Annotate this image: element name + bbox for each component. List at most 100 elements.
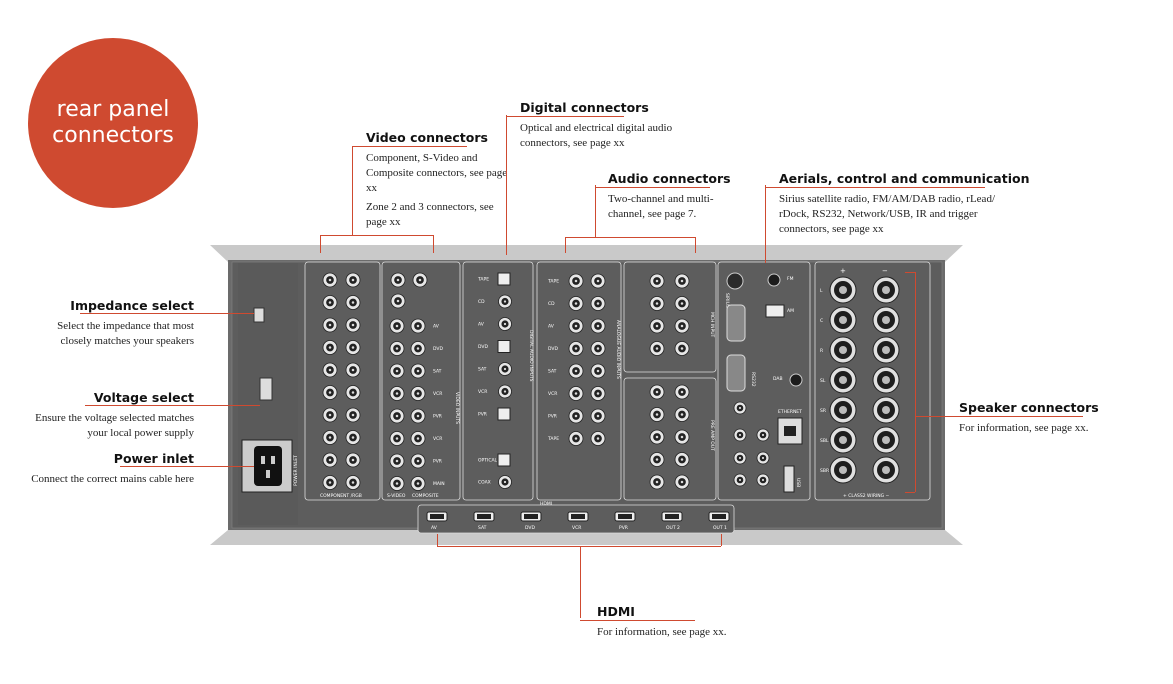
hdmi-port-label: OUT 1 bbox=[713, 525, 727, 531]
callout-video: Video connectors Component, S-Video and … bbox=[352, 130, 511, 234]
speaker-row-label: C bbox=[820, 318, 823, 324]
callout-digital-desc: Optical and electrical digital audio con… bbox=[520, 122, 673, 149]
hdmi-port-label: SAT bbox=[478, 525, 487, 531]
video-section bbox=[381, 261, 461, 501]
callout-speaker: Speaker connectors For information, see … bbox=[959, 400, 1129, 436]
callout-voltage-desc: Ensure the voltage selected matches your… bbox=[35, 412, 194, 439]
callout-aerials-title: Aerials, control and communication bbox=[779, 171, 1030, 186]
digital-row-label: AV bbox=[478, 322, 485, 328]
callout-digital: Digital connectors Optical and electrica… bbox=[506, 100, 680, 151]
hdmi-port-label: VCR bbox=[572, 525, 581, 531]
mch-section bbox=[623, 261, 717, 373]
speaker-row-label: SBL bbox=[820, 438, 829, 444]
speaker-row-label: SBR bbox=[820, 468, 829, 474]
mch-jacks bbox=[649, 273, 690, 490]
sirius-label: SIRIUS bbox=[724, 293, 730, 308]
callout-voltage-title: Voltage select bbox=[93, 390, 194, 405]
optical-input bbox=[497, 407, 511, 421]
callout-voltage: Voltage select Ensure the voltage select… bbox=[30, 390, 194, 441]
hdmi-port-label: DVD bbox=[525, 525, 535, 531]
analogue-row-label: DVD bbox=[548, 346, 558, 352]
digital-row-label: TAPE bbox=[477, 277, 489, 283]
analogue-row-label: VCR bbox=[548, 391, 557, 397]
callout-speaker-desc: For information, see page xx. bbox=[959, 422, 1089, 434]
badge-line-2: connectors bbox=[52, 123, 174, 148]
dab-connector bbox=[789, 373, 803, 387]
digital-row-label: CD bbox=[478, 299, 485, 305]
analogue-row-label: TAPE bbox=[547, 279, 559, 285]
callout-power-desc: Connect the correct mains cable here bbox=[31, 473, 194, 485]
callout-video-title: Video connectors bbox=[366, 130, 488, 145]
component-rgb-label: COMPONENT /RGB bbox=[320, 493, 362, 499]
hdmi-port-label: OUT 2 bbox=[666, 525, 680, 531]
speaker-section bbox=[814, 261, 931, 501]
hdmi-panel-label: HDMI bbox=[540, 501, 552, 507]
plus-sign: + bbox=[840, 267, 846, 275]
analogue-row-label: SAT bbox=[548, 369, 557, 375]
analogue-row-label: CD bbox=[548, 301, 555, 307]
analogue-section bbox=[536, 261, 622, 501]
am-connector bbox=[765, 304, 785, 318]
digital-row-label: VCR bbox=[478, 389, 487, 395]
composite-label: COMPOSITE bbox=[412, 493, 439, 499]
video-row-label: AV bbox=[433, 324, 440, 330]
am-label: AM bbox=[787, 308, 794, 314]
voltage-switch bbox=[259, 377, 273, 401]
callout-video-desc1: Component, S-Video and Composite connect… bbox=[366, 152, 508, 194]
rs232-label: RS232 bbox=[750, 372, 756, 387]
preamp-section bbox=[623, 377, 717, 501]
optical-input bbox=[497, 272, 511, 286]
rs232-port bbox=[726, 354, 746, 392]
video-row-label: PVR bbox=[433, 414, 442, 420]
callout-audio: Audio connectors Two-channel and multi-c… bbox=[595, 171, 748, 222]
callout-power-title: Power inlet bbox=[113, 451, 194, 466]
digital-inputs-label: DIGITAL AUDIO INPUTS bbox=[528, 330, 534, 382]
pre-amp-out-label: PRE AMP OUT bbox=[709, 420, 715, 451]
hdmi-ports: AV SAT DVD VCR PVR OUT 2 OUT 1 bbox=[426, 511, 730, 531]
video-row-label: MAIN bbox=[433, 481, 445, 487]
video-row-label: SAT bbox=[433, 369, 442, 375]
analogue-row-label: TAPE bbox=[547, 436, 559, 442]
hdmi-port-label: AV bbox=[431, 525, 438, 531]
speaker-row-label: R bbox=[820, 348, 823, 354]
callout-impedance: Impedance select Select the impedance th… bbox=[30, 298, 194, 349]
video-row-label: VCR bbox=[433, 391, 442, 397]
callout-impedance-title: Impedance select bbox=[70, 298, 194, 313]
power-inlet-socket bbox=[254, 446, 282, 486]
analogue-row-label: AV bbox=[548, 324, 555, 330]
video-row-label: DVD bbox=[433, 346, 443, 352]
callout-hdmi-title: HDMI bbox=[597, 604, 635, 619]
callout-aerials: Aerials, control and communication Siriu… bbox=[765, 171, 1030, 237]
rlead-port bbox=[726, 304, 746, 342]
minus-sign: − bbox=[882, 267, 888, 275]
callout-video-desc2: Zone 2 and 3 connectors, see page xx bbox=[366, 201, 494, 228]
speaker-row-label: L bbox=[820, 288, 823, 294]
video-jacks: AV DVD SAT VCR PVR VCR PVR MAIN bbox=[389, 272, 445, 491]
digital-row-label: SAT bbox=[478, 367, 487, 373]
digital-section bbox=[462, 261, 534, 501]
optical-input bbox=[497, 453, 511, 467]
svideo-label: S-VIDEO bbox=[387, 493, 406, 499]
ethernet-label: ETHERNET bbox=[778, 409, 802, 415]
callout-audio-title: Audio connectors bbox=[608, 171, 731, 186]
callout-power: Power inlet Connect the correct mains ca… bbox=[30, 451, 194, 487]
callout-impedance-desc: Select the impedance that most closely m… bbox=[57, 320, 194, 347]
comms-section bbox=[717, 261, 811, 501]
mch-input-label: MCH INPUT bbox=[709, 312, 715, 338]
usb-port bbox=[783, 465, 795, 493]
callout-speaker-title: Speaker connectors bbox=[959, 400, 1099, 415]
optical-input bbox=[497, 340, 511, 353]
video-row-label: PVR bbox=[433, 459, 442, 465]
impedance-switch bbox=[253, 307, 265, 323]
video-row-label: VCR bbox=[433, 436, 442, 442]
speaker-row-label: SL bbox=[820, 378, 826, 384]
callout-audio-desc: Two-channel and multi-channel, see page … bbox=[608, 193, 714, 220]
speaker-row-label: SR bbox=[820, 408, 826, 414]
usb-label: USB bbox=[795, 478, 801, 487]
callout-aerials-desc: Sirius satellite radio, FM/AM/DAB radio,… bbox=[779, 193, 995, 235]
hdmi-port-label: PVR bbox=[619, 525, 628, 531]
